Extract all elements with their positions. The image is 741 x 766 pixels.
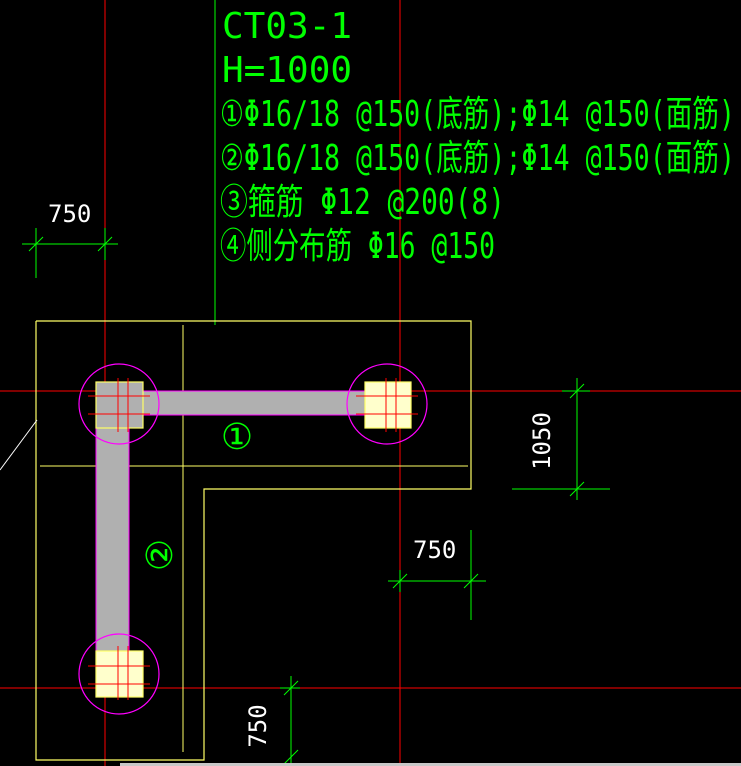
beam-joint-top-left [96,382,143,428]
pile-block-bottom-left [95,650,144,698]
pile-cap-title-block: CT03-1 H=1000 ①Φ16/18 @150(底筋);Φ14 @150(… [220,6,735,267]
beam-vertical [95,427,130,655]
rebar-line-4: ④侧分布筋 Φ16 @150 [220,226,495,267]
dimension-top-left [22,228,118,278]
left-leader-line [0,419,38,471]
canvas-bottom-edge [120,763,741,766]
rebar-line-3: ③箍筋 Φ12 @200(8) [220,182,505,223]
pile-cap-outline [35,320,472,761]
dimension-right-width [388,530,486,620]
pile-circle-top-left [78,363,160,445]
pile-cap-title: CT03-1 [222,6,352,47]
beam-label-horizontal: ① [221,417,253,458]
dimension-bottom-height-text: 750 [244,704,272,747]
pile-block-top-right [364,381,412,429]
dimension-right-width-text: 750 [413,536,456,564]
rebar-line-2: ②Φ16/18 @150(底筋);Φ14 @150(面筋) [220,138,735,179]
dimension-bottom-height [280,676,300,766]
dimension-top-left-text: 750 [48,200,91,228]
pile-circles [78,363,428,715]
beam-label-vertical: ② [140,539,181,571]
dimension-right-height [512,378,610,500]
pile-circle-bottom-left [78,633,160,715]
beam-horizontal [142,390,366,416]
rebar-line-1: ①Φ16/18 @150(底筋);Φ14 @150(面筋) [220,94,735,135]
pile-rebar-marks [88,378,418,700]
pile-circle-top-right [346,363,428,445]
pile-block-top-left [95,381,144,429]
pile-cap-height: H=1000 [222,50,352,91]
dimension-right-height-text: 1050 [528,412,556,470]
